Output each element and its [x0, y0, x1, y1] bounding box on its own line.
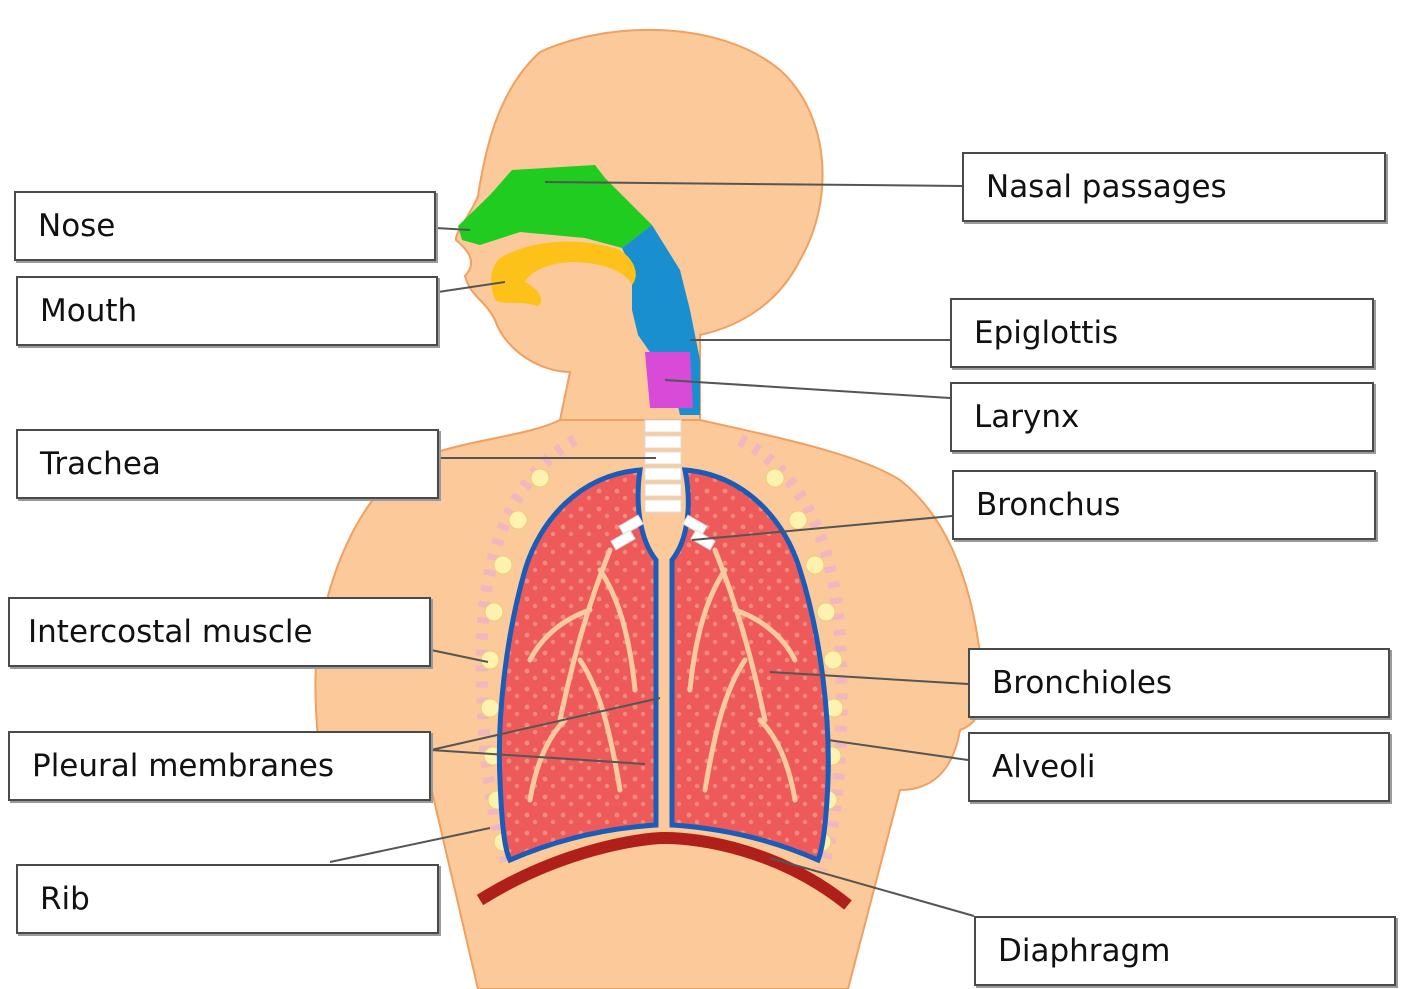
label-rib: Rib: [16, 864, 439, 934]
label-bronchus: Bronchus: [952, 470, 1376, 540]
label-epiglottis: Epiglottis: [950, 298, 1374, 368]
label-nasal-passages: Nasal passages: [962, 152, 1386, 222]
label-trachea: Trachea: [16, 429, 439, 499]
label-nose: Nose: [14, 191, 436, 261]
label-pleural-membranes: Pleural membranes: [8, 731, 431, 801]
label-intercostal-muscle: Intercostal muscle: [8, 597, 431, 667]
label-larynx: Larynx: [950, 382, 1374, 452]
label-bronchioles: Bronchioles: [968, 648, 1390, 718]
label-mouth: Mouth: [16, 276, 438, 346]
label-alveoli: Alveoli: [968, 732, 1390, 802]
label-diaphragm: Diaphragm: [974, 916, 1396, 986]
